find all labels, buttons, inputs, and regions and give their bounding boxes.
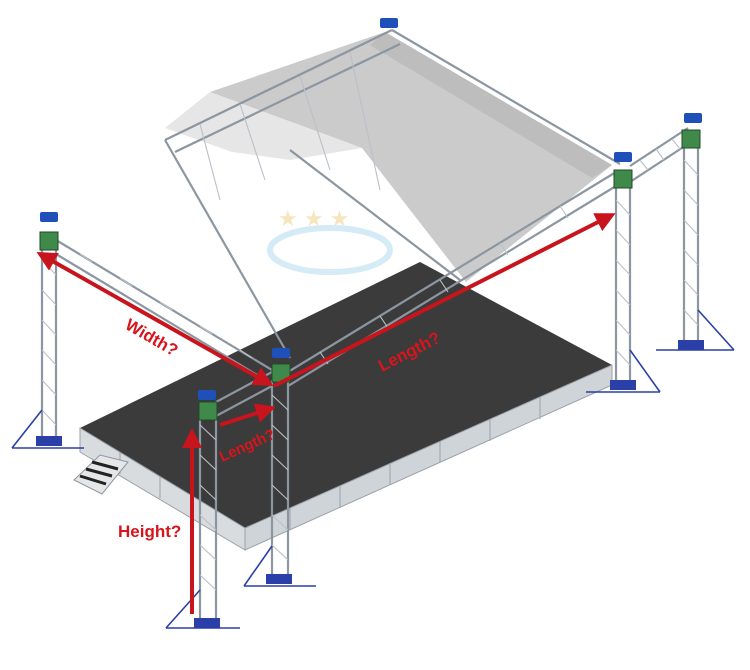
- width-arrow: [36, 252, 274, 386]
- base-plate-icon: [36, 340, 704, 628]
- junction-block-icon: [39, 129, 701, 421]
- truss-tower-back-right: [614, 185, 632, 382]
- length-side-arrow: [219, 403, 276, 427]
- length-main-arrow: [273, 213, 616, 388]
- width-label: Width?: [122, 315, 181, 360]
- truss-roof-ridge: [164, 29, 621, 359]
- dimension-arrows: [36, 213, 616, 614]
- truss-tower-front-left: [40, 248, 58, 440]
- watermark-logo: ★ ★ ★: [267, 206, 393, 275]
- truss-tower-wing: [682, 142, 700, 342]
- height-label: Height?: [118, 522, 181, 541]
- chain-hoist-icon: [40, 18, 702, 400]
- roof-canopy: [165, 32, 612, 282]
- stairs-icon: [73, 454, 129, 495]
- outrigger-icon: [11, 309, 735, 629]
- svg-text:★ ★ ★: ★ ★ ★: [278, 206, 349, 231]
- stage-platform: [79, 262, 613, 551]
- truss-wing-beam: [629, 127, 689, 183]
